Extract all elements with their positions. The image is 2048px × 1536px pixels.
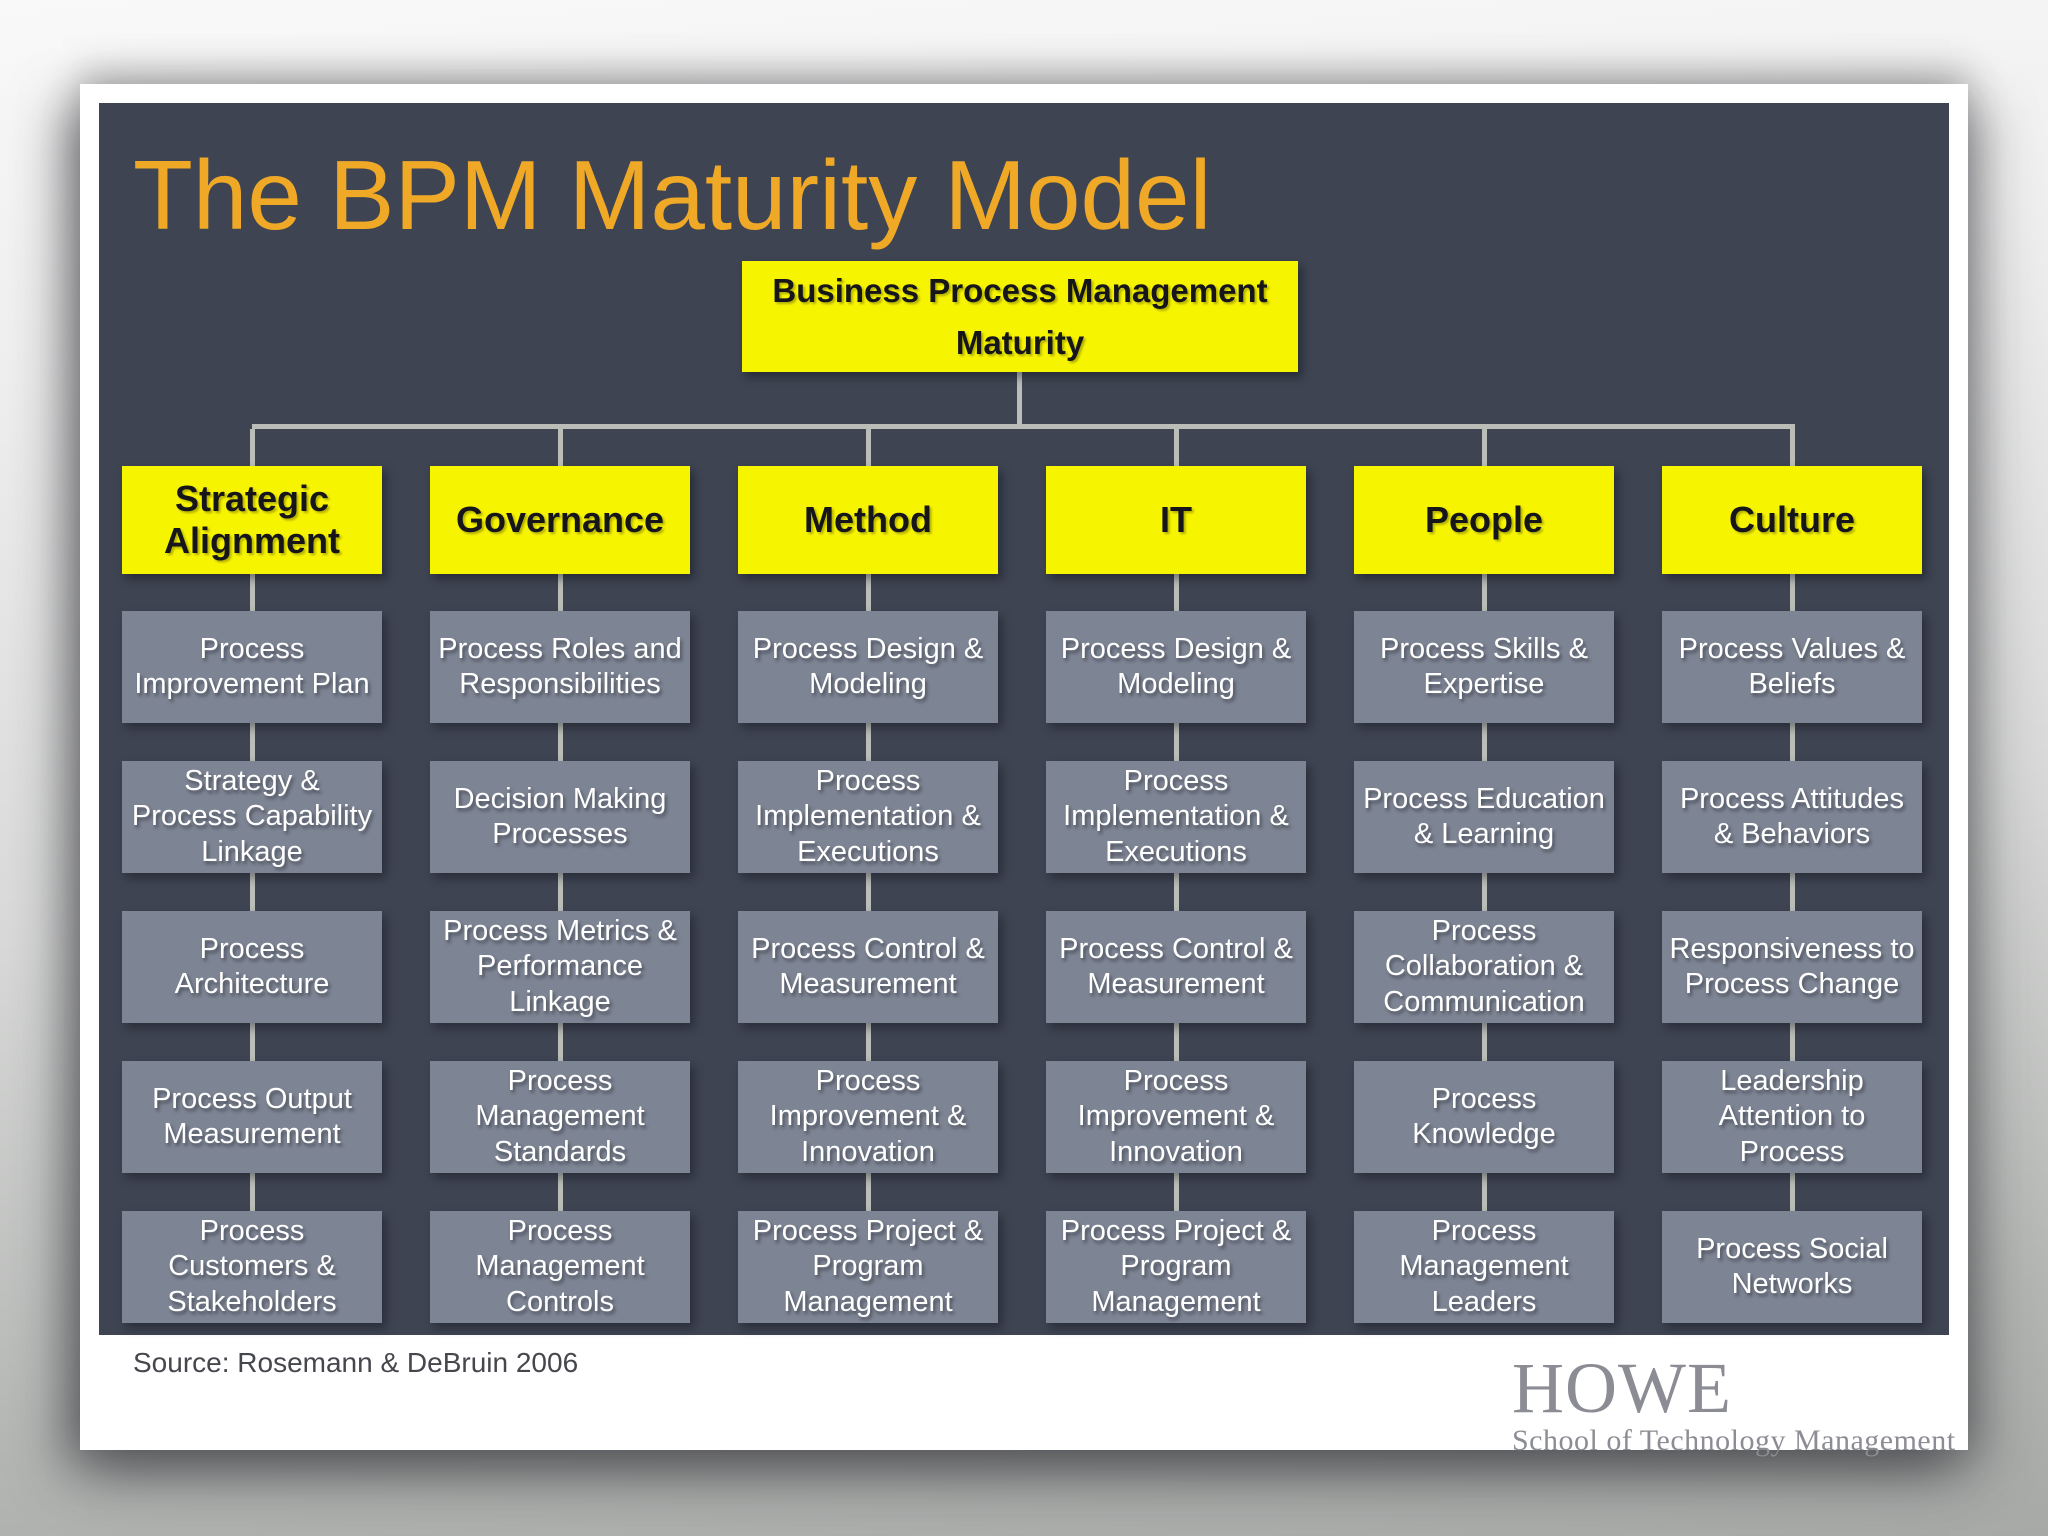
connector-horizontal-bar [252,424,1795,429]
node-box: Process Metrics & Performance Linkage [430,911,690,1023]
slide-title: The BPM Maturity Model [133,140,1212,250]
column-it: IT Process Design & Modeling Process Imp… [1046,466,1306,1323]
node-box: Process Improvement Plan [122,611,382,723]
node-box: Process Knowledge [1354,1061,1614,1173]
connector-drop [1790,429,1795,467]
column-header: People [1354,466,1614,574]
slide-card: The BPM Maturity Model Business Process … [80,84,1968,1456]
node-box: Strategy & Process Capability Linkage [122,761,382,873]
diagram-panel: The BPM Maturity Model Business Process … [99,103,1949,1335]
node-box: Process Design & Modeling [738,611,998,723]
node-box: Process Design & Modeling [1046,611,1306,723]
node-box: Process Implementation & Executions [738,761,998,873]
column-method: Method Process Design & Modeling Process… [738,466,998,1323]
node-box: Process Skills & Expertise [1354,611,1614,723]
column-governance: Governance Process Roles and Responsibil… [430,466,690,1323]
node-box: Process Project & Program Management [1046,1211,1306,1323]
node-box: Process Improvement & Innovation [1046,1061,1306,1173]
node-box: Process Management Controls [430,1211,690,1323]
connector-drop [1482,429,1487,467]
column-header: Culture [1662,466,1922,574]
node-box: Process Control & Measurement [738,911,998,1023]
node-box: Process Output Measurement [122,1061,382,1173]
connector-drop [1174,429,1179,467]
root-node: Business Process Management Maturity [742,261,1298,372]
logo-subtitle: School of Technology Management [1512,1424,1956,1457]
node-box: Responsiveness to Process Change [1662,911,1922,1023]
column-people: People Process Skills & Expertise Proces… [1354,466,1614,1323]
node-box: Process Management Leaders [1354,1211,1614,1323]
connector-drop [558,429,563,467]
column-culture: Culture Process Values & Beliefs Process… [1662,466,1922,1323]
node-box: Process Customers & Stakeholders [122,1211,382,1323]
connector-column-line [866,520,871,1280]
column-header: IT [1046,466,1306,574]
node-box: Process Project & Program Management [738,1211,998,1323]
node-box: Process Roles and Responsibilities [430,611,690,723]
node-box: Process Management Standards [430,1061,690,1173]
connector-column-line [558,520,563,1280]
node-box: Process Control & Measurement [1046,911,1306,1023]
connector-column-line [250,520,255,1280]
column-strategic-alignment: Strategic Alignment Process Improvement … [122,466,382,1323]
node-box: Process Collaboration & Communication [1354,911,1614,1023]
node-box: Process Values & Beliefs [1662,611,1922,723]
connector-root-stem [1017,372,1022,427]
howe-logo: HOWE School of Technology Management [1512,1352,1956,1456]
connector-column-line [1790,520,1795,1280]
connector-drop [866,429,871,467]
connector-column-line [1174,520,1179,1280]
node-box: Process Education & Learning [1354,761,1614,873]
column-header: Governance [430,466,690,574]
column-header: Strategic Alignment [122,466,382,574]
connector-column-line [1482,520,1487,1280]
node-box: Leadership Attention to Process [1662,1061,1922,1173]
column-header: Method [738,466,998,574]
node-box: Process Social Networks [1662,1211,1922,1323]
node-box: Process Implementation & Executions [1046,761,1306,873]
logo-name: HOWE [1512,1348,1732,1428]
node-box: Decision Making Processes [430,761,690,873]
node-box: Process Architecture [122,911,382,1023]
node-box: Process Improvement & Innovation [738,1061,998,1173]
source-note: Source: Rosemann & DeBruin 2006 [133,1347,579,1378]
connector-drop [250,429,255,467]
node-box: Process Attitudes & Behaviors [1662,761,1922,873]
